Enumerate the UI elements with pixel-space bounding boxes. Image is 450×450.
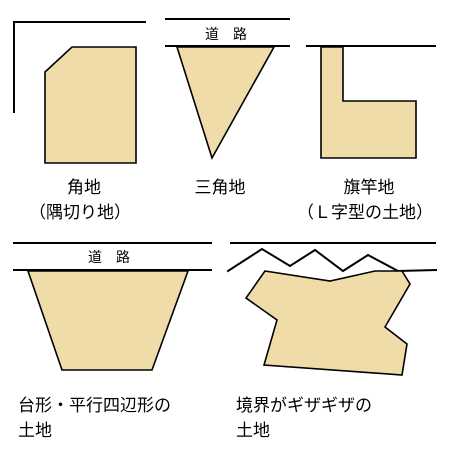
flag-lot-title: 旗竿地 [344, 178, 395, 198]
flag-lot-panel: 旗竿地 （Ｌ字型の土地） [297, 45, 436, 223]
jagged-road-edge [226, 247, 438, 273]
jagged-lot-shape [244, 270, 411, 376]
corner-lot-panel: 角地 （隅切り地） [13, 21, 146, 223]
trapezoid-lot-subtitle: 土地 [18, 421, 52, 441]
corner-lot-title: 角地 [67, 178, 101, 198]
flag-lot-subtitle: （Ｌ字型の土地） [297, 203, 433, 223]
trapezoid-road-label: 道 路 [88, 250, 130, 266]
jagged-lot-panel: 境界がギザギザの 土地 [226, 242, 438, 441]
corner-lot-shape [44, 46, 137, 164]
corner-road-edge [13, 21, 146, 113]
triangle-lot-title: 三角地 [195, 178, 246, 198]
triangle-lot-shape [175, 46, 276, 161]
corner-lot-subtitle: （隅切り地） [29, 203, 131, 223]
trapezoid-lot-panel: 道 路 台形・平行四辺形の 土地 [13, 242, 212, 441]
trapezoid-lot-title: 台形・平行四辺形の [18, 396, 171, 416]
flag-lot-shape [320, 46, 417, 159]
triangle-lot-panel: 道 路 三角地 [165, 18, 290, 198]
triangle-road-label: 道 路 [205, 27, 247, 43]
jagged-lot-subtitle: 土地 [236, 421, 270, 441]
jagged-lot-title: 境界がギザギザの [236, 396, 372, 416]
trapezoid-lot-shape [26, 270, 190, 371]
